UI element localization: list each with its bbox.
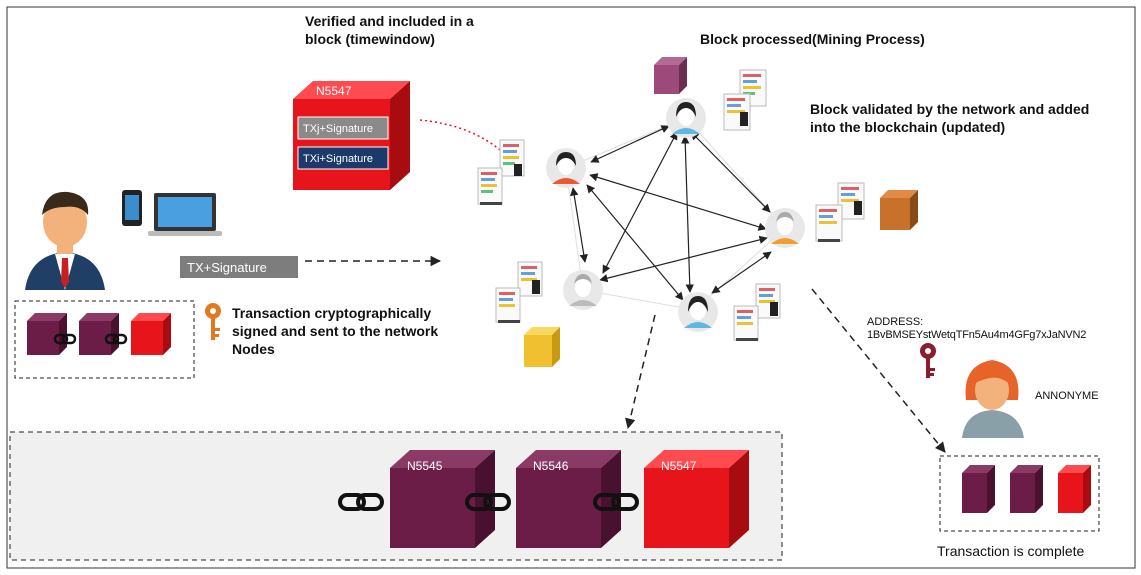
user-avatar [25,191,105,290]
orange-block-cube [880,190,918,230]
recipient-wallet-blocks [962,465,1091,513]
address-title: ADDRESS: [867,316,924,328]
node-avatar-3 [765,208,805,248]
transaction-complete-label: Transaction is complete [937,543,1085,559]
annonyme-label: ANNONYME [1035,390,1099,402]
network-arrows [570,125,772,301]
verified-label: Verified and included in a block (timewi… [305,13,474,47]
chain-block-n5546-label: N5546 [533,459,569,473]
key-icon [205,303,221,340]
pending-block-id: N5547 [316,84,352,98]
laptop-icon [148,193,222,236]
node-servers [477,69,865,341]
node-avatar-4 [563,270,603,310]
block-processed-label: Block processed(Mining Process) [700,31,925,47]
user-wallet-blocks [27,313,171,355]
user-wallet-box [14,300,195,379]
to-recipient-arrow [811,288,946,453]
address-value: 1BvBMSEYstWetqTFn5Au4m4GFg7xJaNVN2 [867,329,1087,341]
chain-links [338,493,639,511]
pending-tx-top: TXj+Signature [303,123,373,135]
chain-block-n5545-label: N5545 [407,459,443,473]
chain-block-n5545 [390,450,495,548]
anonymous-recipient-avatar [962,360,1024,438]
phone-icon [122,190,142,226]
recipient-key-icon [920,343,936,378]
chain-block-n5547-label: N5547 [661,459,697,473]
tx-signature-box [180,256,298,278]
pending-tx-bottom: TXi+Signature [303,153,373,165]
chain-block-n5547 [644,450,749,548]
block-validated-label: Block validated by the network and added… [810,101,1090,135]
tx-signature-label: TX+Signature [187,260,267,275]
node-avatar-1 [546,148,586,188]
gold-block-cube [524,327,560,367]
outer-frame [6,6,1136,569]
pending-block-n5547 [293,81,410,190]
tx-signed-label: Transaction cryptographically signed and… [232,305,439,357]
mined-block-cube [654,57,687,94]
recipient-wallet-box [939,455,1100,532]
to-blockchain-arrow [625,314,656,430]
block-to-node-link [419,119,501,151]
node-avatar-2 [666,98,706,138]
node-avatar-5 [678,292,718,332]
chain-block-n5546 [516,450,621,548]
